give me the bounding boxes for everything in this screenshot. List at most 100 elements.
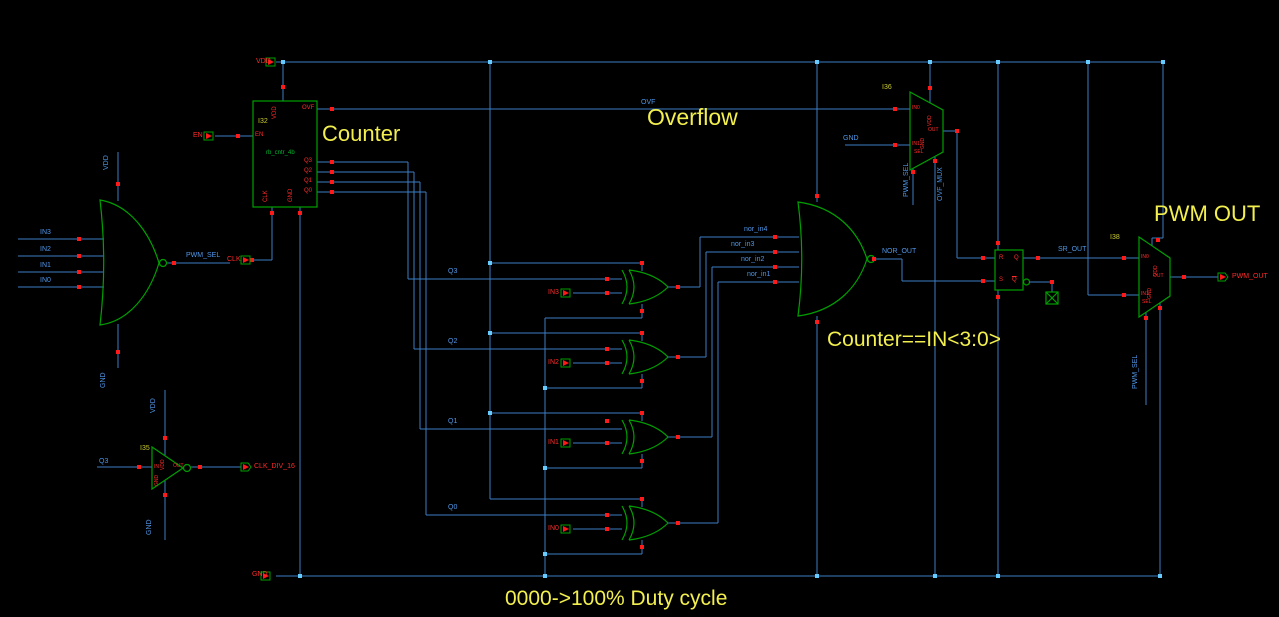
net-label-q3[interactable]: Q3 bbox=[448, 268, 458, 275]
annotation-compare[interactable]: Counter==IN<3:0> bbox=[827, 328, 1001, 351]
latch-pin-qbar: Q bbox=[1012, 277, 1017, 283]
net-label-sr-out[interactable]: SR_OUT bbox=[1058, 246, 1087, 253]
inverter-pin-in: IN bbox=[154, 464, 159, 470]
xor-gate-bit1[interactable] bbox=[621, 419, 669, 455]
inverter-pin-out: OUT bbox=[173, 463, 184, 469]
input-pin-symbol[interactable] bbox=[560, 524, 571, 534]
out-mux-pin-in1: IN1 bbox=[1141, 291, 1149, 297]
net-label-nor-in2[interactable]: nor_in2 bbox=[741, 256, 765, 263]
input-pin-symbol[interactable] bbox=[260, 571, 271, 581]
net-label-pwm-sel[interactable]: PWM_SEL bbox=[186, 252, 221, 259]
counter-pin-clk: CLK bbox=[263, 190, 269, 202]
compare-nor-gate[interactable] bbox=[797, 201, 876, 317]
output-pin-symbol[interactable] bbox=[1217, 272, 1229, 282]
counter-pin-q2: Q2 bbox=[304, 168, 313, 174]
counter-pin-q3: Q3 bbox=[304, 158, 313, 164]
port-label-gnd[interactable]: GND bbox=[252, 571, 268, 578]
out-mux-pin-sel: SEL bbox=[1142, 299, 1152, 305]
counter-pin-q0: Q0 bbox=[304, 188, 313, 194]
net-label-q1[interactable]: Q1 bbox=[448, 418, 458, 425]
net-label-ovf[interactable]: OVF bbox=[641, 99, 656, 106]
net-label-nor-in3[interactable]: nor_in3 bbox=[731, 241, 755, 248]
input-pin-symbol[interactable] bbox=[560, 438, 571, 448]
net-label-in1[interactable]: IN1 bbox=[40, 262, 51, 269]
ovf-mux-pin-in0: IN0 bbox=[912, 105, 920, 111]
latch-pin-q: Q bbox=[1014, 255, 1019, 261]
ovf-mux-pin-in1: IN1 bbox=[912, 141, 920, 147]
port-label-clk-div[interactable]: CLK_DIV_16 bbox=[254, 463, 295, 470]
port-label-pwm-out[interactable]: PWM_OUT bbox=[1232, 273, 1268, 280]
input-pin-symbol[interactable] bbox=[240, 255, 251, 265]
inverter-pin-gnd: GND bbox=[154, 474, 160, 486]
io-pin-symbols[interactable] bbox=[203, 57, 1229, 581]
port-label-vdd[interactable]: VDD bbox=[256, 58, 271, 65]
counter-pin-gnd: GND bbox=[288, 188, 294, 202]
wires[interactable] bbox=[18, 61, 1218, 577]
instance-label-out-mux[interactable]: I38 bbox=[1110, 234, 1120, 241]
pin-connection-squares bbox=[77, 85, 1186, 549]
input-pin-symbol[interactable] bbox=[560, 358, 571, 368]
ovf-mux-pin-sel: SEL bbox=[914, 149, 924, 155]
port-label-in2[interactable]: IN2 bbox=[548, 359, 559, 366]
net-label-ovf-mux-vertical[interactable]: OVF_MUX bbox=[937, 167, 944, 201]
net-label-gnd-inverter[interactable]: GND bbox=[146, 519, 153, 535]
net-label-nor-in4[interactable]: nor_in4 bbox=[744, 226, 768, 233]
net-label-pwm-sel-right-vertical[interactable]: PWM_SEL bbox=[1132, 354, 1139, 389]
out-mux-pin-vdd: VDD bbox=[1153, 265, 1159, 276]
annotation-pwm-out[interactable]: PWM OUT bbox=[1154, 201, 1261, 226]
input-pin-symbol[interactable] bbox=[560, 288, 571, 298]
instance-label-inverter[interactable]: I35 bbox=[140, 445, 150, 452]
counter-pin-ovf: OVF bbox=[302, 105, 315, 111]
symbols[interactable] bbox=[99, 90, 1171, 541]
xor-gate-bit0[interactable] bbox=[621, 505, 669, 541]
ovf-mux-pin-vdd: VDD bbox=[927, 115, 933, 126]
net-label-gnd-mux[interactable]: GND bbox=[843, 135, 859, 142]
counter-pin-q1: Q1 bbox=[304, 178, 313, 184]
out-mux-symbol[interactable] bbox=[1138, 235, 1171, 319]
net-label-pwm-sel-vertical[interactable]: PWM_SEL bbox=[903, 162, 910, 197]
annotation-duty-cycle[interactable]: 0000->100% Duty cycle bbox=[505, 587, 728, 610]
input-pin-symbol[interactable] bbox=[203, 131, 214, 141]
ovf-mux-symbol[interactable] bbox=[909, 90, 944, 172]
annotation-counter[interactable]: Counter bbox=[322, 121, 401, 146]
instance-label-counter[interactable]: I32 bbox=[258, 118, 268, 125]
annotation-overflow[interactable]: Overflow bbox=[647, 104, 738, 130]
out-mux-pin-out: OUT bbox=[1153, 273, 1164, 279]
net-label-nor-out[interactable]: NOR_OUT bbox=[882, 248, 917, 255]
counter-symbol[interactable] bbox=[252, 100, 318, 208]
net-label-in3[interactable]: IN3 bbox=[40, 229, 51, 236]
pwm-sel-nor-gate[interactable] bbox=[99, 199, 168, 326]
out-mux-pin-gnd: GND bbox=[1147, 287, 1153, 299]
net-label-vdd-inverter[interactable]: VDD bbox=[150, 398, 157, 413]
out-mux-pin-in0: IN0 bbox=[1141, 254, 1149, 260]
latch-pin-s: S bbox=[999, 277, 1004, 283]
xor-gate-bit3[interactable] bbox=[621, 269, 669, 305]
clk-div-inverter-symbol[interactable] bbox=[151, 445, 192, 491]
net-label-gnd-nor[interactable]: GND bbox=[100, 372, 107, 388]
ovf-mux-pin-gnd: GND bbox=[920, 137, 926, 149]
port-label-in0[interactable]: IN0 bbox=[548, 525, 559, 532]
net-label-q3-inverter[interactable]: Q3 bbox=[99, 458, 109, 465]
net-label-nor-in1[interactable]: nor_in1 bbox=[747, 271, 771, 278]
port-label-en[interactable]: EN bbox=[193, 132, 203, 139]
output-pin-symbol[interactable] bbox=[240, 462, 252, 472]
net-label-q2[interactable]: Q2 bbox=[448, 338, 458, 345]
port-label-in3[interactable]: IN3 bbox=[548, 289, 559, 296]
instance-label-ovf-mux[interactable]: I36 bbox=[882, 84, 892, 91]
latch-pin-r: R bbox=[999, 255, 1004, 261]
port-label-in1[interactable]: IN1 bbox=[548, 439, 559, 446]
sr-latch-symbol[interactable] bbox=[994, 249, 1031, 291]
net-label-in0[interactable]: IN0 bbox=[40, 277, 51, 284]
net-label-vdd-nor[interactable]: VDD bbox=[103, 155, 110, 170]
net-label-q0[interactable]: Q0 bbox=[448, 504, 458, 511]
net-label-in2[interactable]: IN2 bbox=[40, 246, 51, 253]
ovf-mux-pin-out: OUT bbox=[928, 127, 939, 133]
port-label-clk[interactable]: CLK bbox=[227, 256, 241, 263]
xor-gate-bit2[interactable] bbox=[621, 339, 669, 375]
counter-cell-name: rb_cntr_4b bbox=[266, 150, 295, 156]
noconn-symbol[interactable] bbox=[1045, 291, 1059, 305]
counter-pin-en: EN bbox=[255, 132, 264, 138]
input-pin-symbol[interactable] bbox=[265, 57, 276, 67]
